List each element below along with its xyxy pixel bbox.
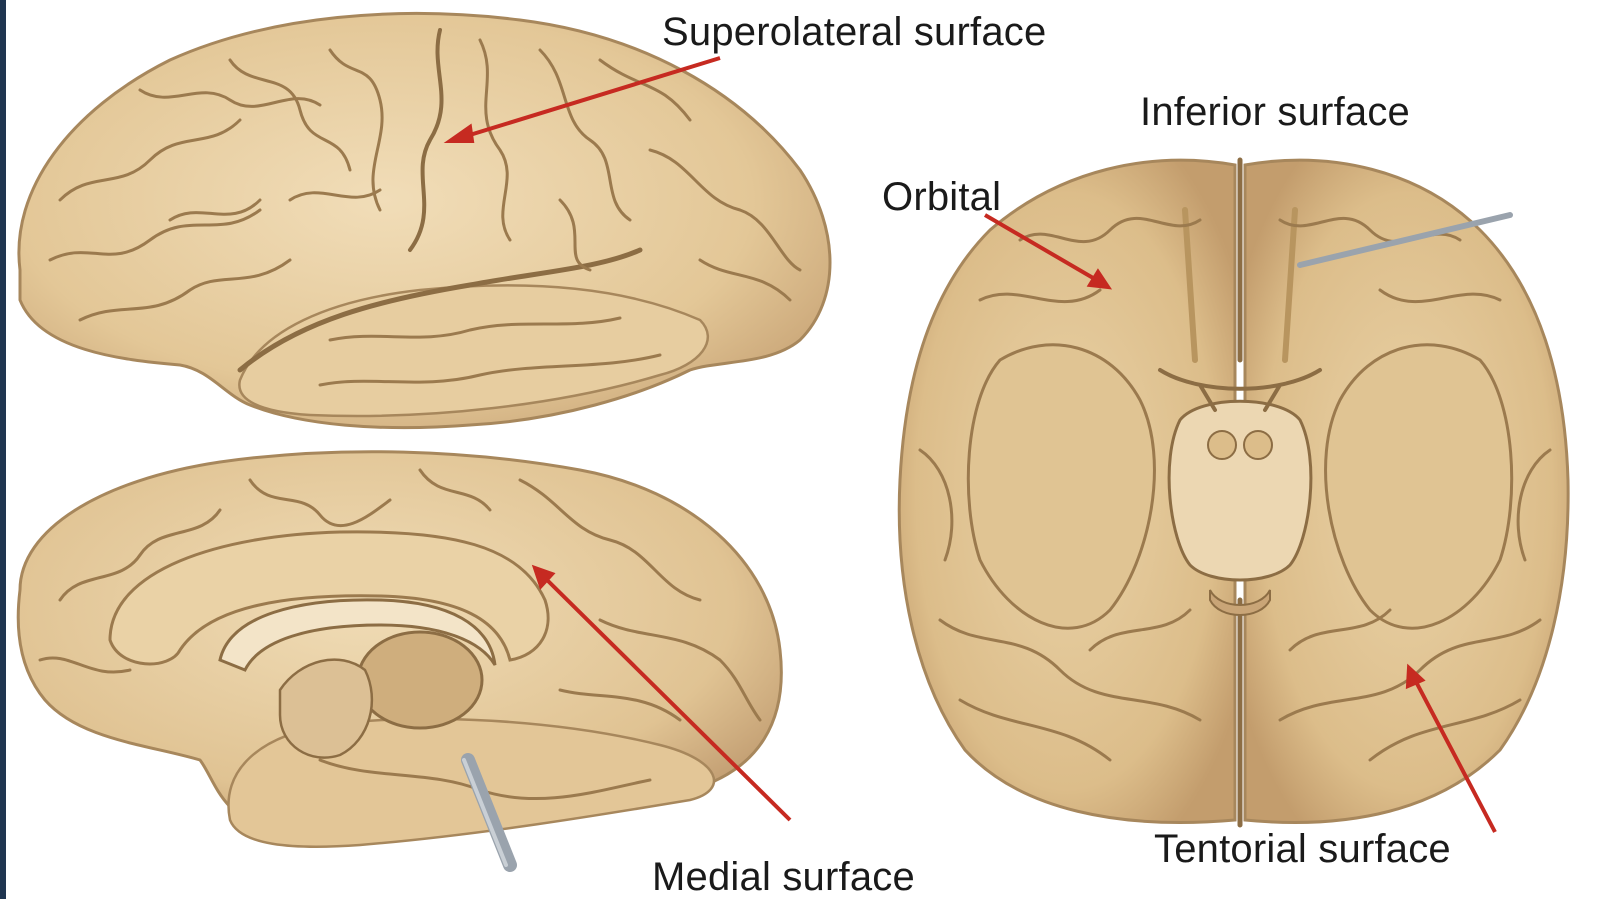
pointer-medial <box>540 573 792 822</box>
pointer-tentorial <box>1411 675 1497 833</box>
medial-brain-view <box>16 450 783 872</box>
central-sulcus <box>408 28 444 252</box>
label-orbital: Orbital <box>882 175 1002 219</box>
corpus-callosum <box>218 598 497 672</box>
inferior-probe <box>1297 212 1513 268</box>
lateral-gyri-pattern <box>48 38 802 387</box>
optic-chiasm <box>1158 368 1322 412</box>
lateral-sulcus <box>237 247 643 373</box>
pointer-orbital <box>983 213 1102 284</box>
thalamus <box>356 630 484 730</box>
olfactory-tracts <box>1182 207 1298 363</box>
brainstem <box>1167 399 1313 582</box>
pointer-superolateral <box>459 56 721 140</box>
label-inferior-surface: Inferior surface <box>1140 90 1410 134</box>
pointer-medial-head <box>531 564 556 590</box>
right-temporal-pole <box>1324 343 1514 630</box>
pointer-superolateral-head <box>443 123 475 143</box>
inferior-gyri-pattern <box>918 217 1552 762</box>
temporal-lobe <box>238 284 710 418</box>
inferior-brain-view <box>897 157 1570 828</box>
mammillary-body-left <box>1207 430 1237 460</box>
label-superolateral-surface: Superolateral surface <box>662 10 1047 54</box>
left-edge-strip <box>0 0 6 899</box>
label-medial-surface: Medial surface <box>652 855 915 899</box>
pointer-orbital-head <box>1086 268 1113 290</box>
medial-probe-highlight <box>462 758 508 867</box>
lateral-brain-view <box>17 12 832 430</box>
left-temporal-pole <box>966 343 1156 630</box>
posterior-lobes <box>1209 589 1271 616</box>
medial-probe <box>461 753 517 872</box>
midbrain-region <box>278 658 374 759</box>
label-tentorial-surface: Tentorial surface <box>1154 827 1451 871</box>
pointer-lines <box>443 56 1497 833</box>
pointer-tentorial-head <box>1405 663 1426 690</box>
mammillary-body-right <box>1243 430 1273 460</box>
cingulate-gyrus <box>108 530 550 666</box>
